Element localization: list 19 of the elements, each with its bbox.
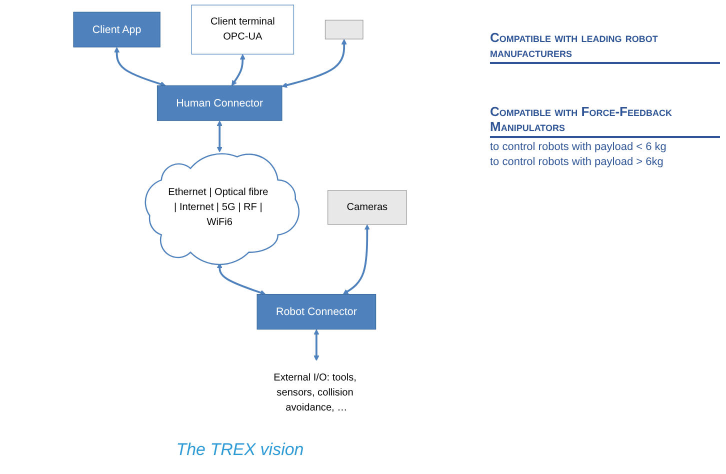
node-text: External I/O: tools, sensors, collision avoidance, … [274, 372, 356, 413]
caption: The TREX vision [176, 440, 304, 459]
node-box: Robot Connector [256, 294, 376, 330]
arrow [282, 39, 347, 88]
arrow [314, 329, 320, 361]
arrow [231, 54, 246, 86]
arrow [114, 47, 166, 87]
node-box: Client terminal OPC-UA [191, 4, 294, 54]
node-box [324, 20, 364, 40]
arrow [216, 262, 266, 296]
node-box: Client App [73, 12, 160, 48]
node-box: Human Connector [156, 85, 282, 121]
bullet-item: to control robots with payload < 6 kg [490, 141, 668, 153]
node-box: Cameras [328, 190, 407, 225]
section-heading: Compatible with Force-Feedback Manipulators [490, 104, 720, 138]
bullet-item: to control robots with payload > 6kg [490, 156, 664, 168]
arrow [216, 120, 222, 152]
arrow [342, 224, 370, 295]
section-heading: Compatible with leading robot manufacturers [490, 30, 720, 64]
